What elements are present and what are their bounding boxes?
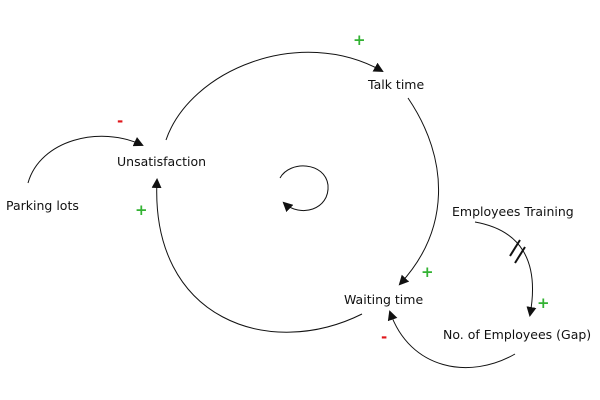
polarity-sign-positive: + (421, 263, 434, 281)
polarity-sign-positive: + (135, 201, 148, 219)
polarity-sign-positive: + (353, 31, 366, 49)
delay-mark-icon (509, 239, 521, 257)
polarity-sign-positive: + (537, 294, 550, 312)
node-employees-training: Employees Training (452, 204, 574, 219)
link-training-to-employees (474, 221, 537, 317)
polarity-sign-negative: - (117, 112, 124, 130)
link-talk-time-to-waiting-time (398, 97, 440, 286)
node-unsatisfaction: Unsatisfaction (117, 154, 207, 169)
loop-indicator-icon (279, 165, 329, 213)
link-unsatisfaction-to-talk-time (165, 51, 384, 141)
node-talk-time: Talk time (368, 77, 425, 92)
node-no-of-employees: No. of Employees (Gap) (443, 327, 592, 342)
node-waiting-time: Waiting time (344, 292, 424, 307)
polarity-sign-negative: - (381, 328, 388, 346)
node-parking-lots: Parking lots (6, 198, 79, 213)
link-parking-to-unsatisfaction (27, 135, 144, 184)
link-employees-to-waiting-time (387, 310, 516, 369)
link-waiting-time-to-unsatisfaction (151, 178, 363, 333)
delay-mark-icon (514, 246, 526, 264)
